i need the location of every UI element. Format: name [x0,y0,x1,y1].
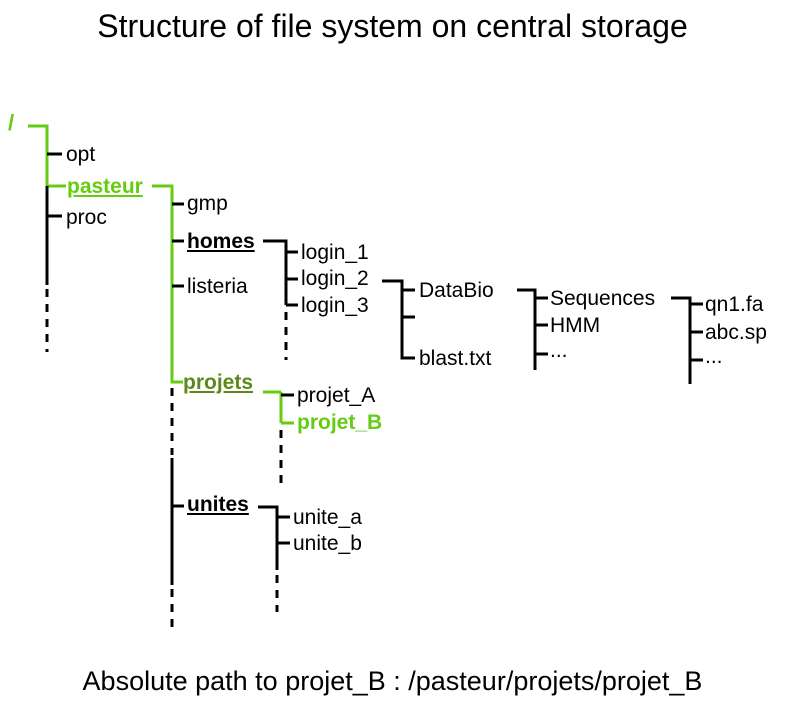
node-proc: proc [66,206,107,229]
node-login-1: login_1 [301,241,369,264]
homes-connector [263,239,288,305]
node-pasteur: pasteur [67,175,143,198]
node-sequences-more: ... [705,345,723,368]
node-unites: unites [187,493,249,516]
root-connector [28,124,66,188]
node-sequences: Sequences [550,287,656,310]
unites-connector [258,505,279,570]
node-listeria: listeria [187,275,248,298]
node-qn1-fa: qn1.fa [705,293,764,316]
node-login-3: login_3 [301,294,369,317]
node-homes: homes [187,230,255,253]
node-hmm: HMM [550,314,601,337]
pasteur-connector [152,184,183,384]
diagram-title: Structure of file system on central stor… [97,8,688,44]
node-unite-a: unite_a [293,506,362,529]
node-projet-b: projet_B [297,411,383,434]
login2-connector [382,279,415,360]
node-abc-sp: abc.sp [705,321,767,344]
node-projets: projets [183,371,254,394]
node-projet-a: projet_A [297,384,376,407]
node-databio: DataBio [419,279,494,302]
node-blast-txt: blast.txt [419,347,492,370]
node-unite-b: unite_b [293,532,362,555]
node-gmp: gmp [187,192,228,215]
node-root: / [8,110,15,135]
sequences-connector [671,296,692,384]
absolute-path-caption: Absolute path to projet_B : /pasteur/pro… [82,666,703,696]
node-databio-more: ... [550,339,568,362]
node-opt: opt [66,143,96,166]
databio-connector [517,288,537,370]
node-login-2: login_2 [301,267,369,290]
